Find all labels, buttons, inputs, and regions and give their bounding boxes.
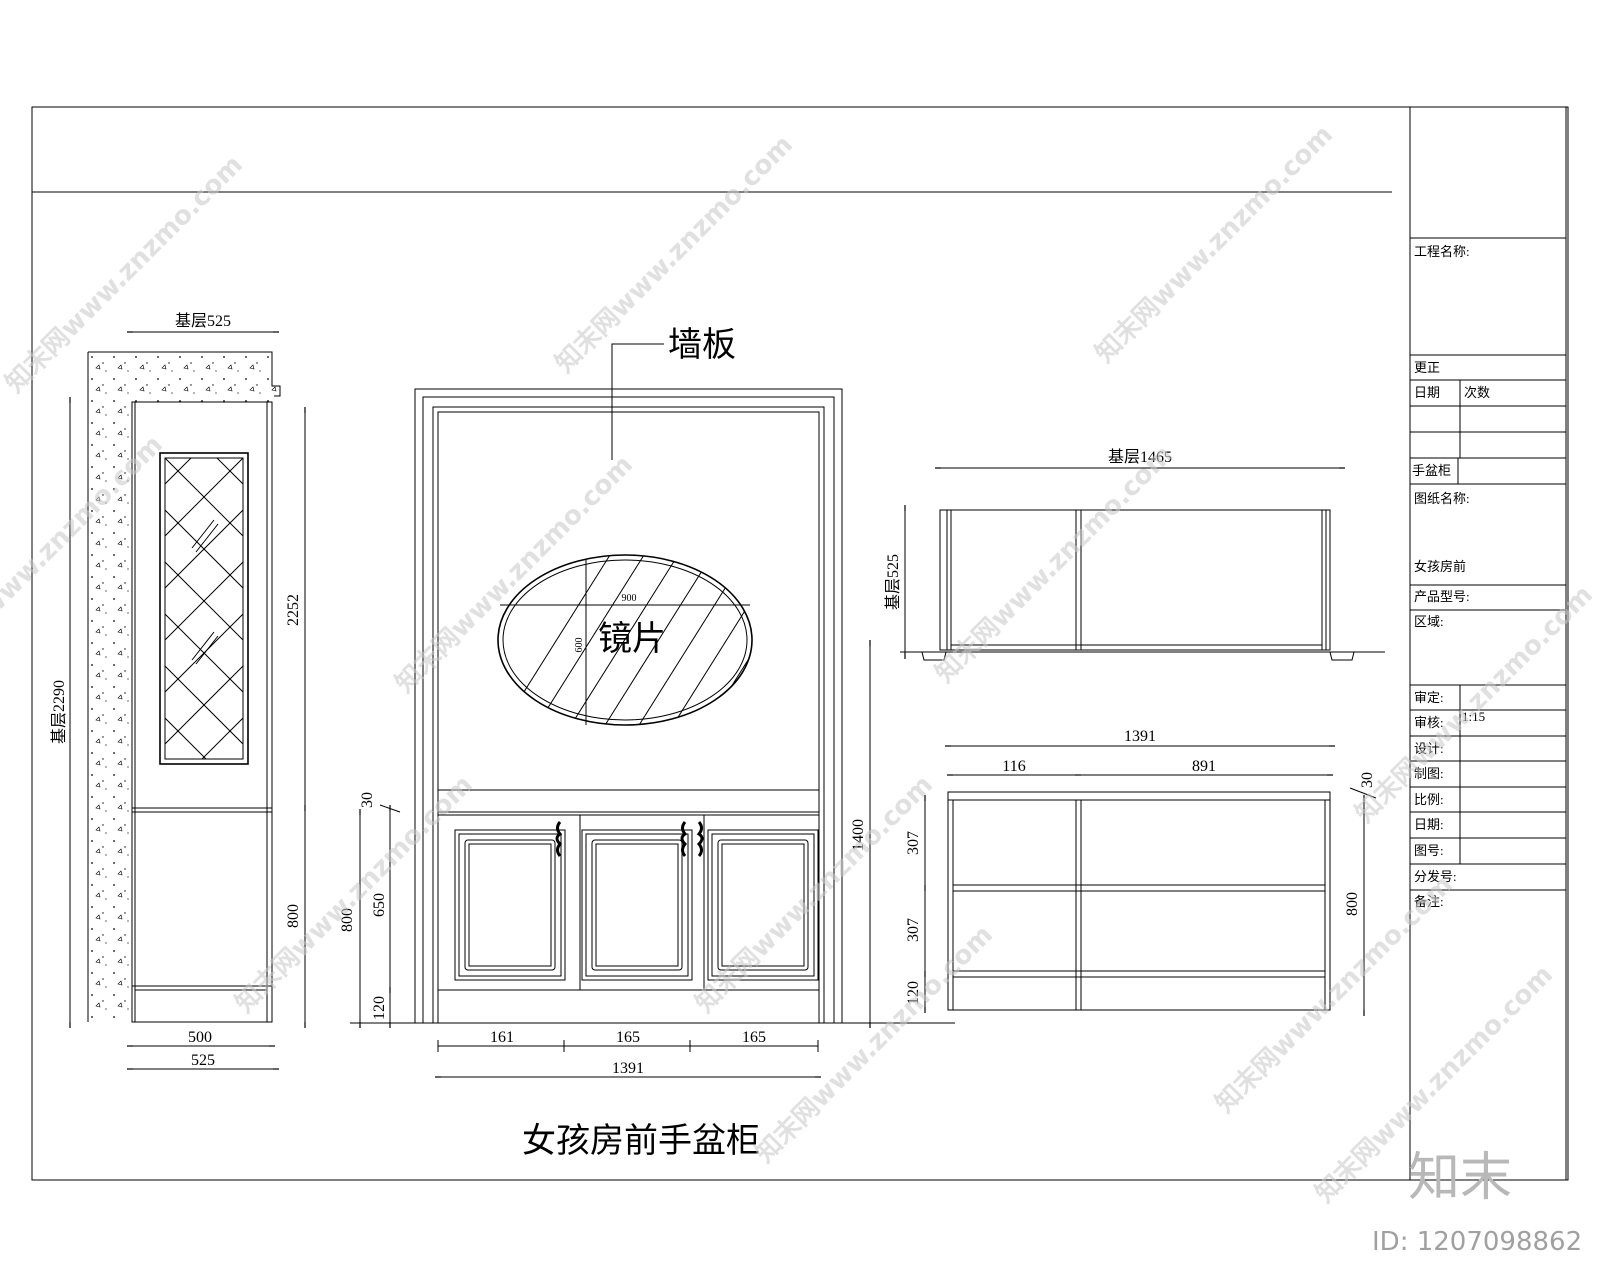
tb-design: 设计: bbox=[1414, 741, 1444, 756]
cabinet-door bbox=[454, 829, 566, 981]
dim-top-plan-depth: 基层525 bbox=[884, 554, 902, 610]
watermark-text: 知末网www.znzmo.com bbox=[390, 450, 639, 699]
cabinet-door bbox=[707, 829, 819, 981]
watermark-text: 知末网www.znzmo.com bbox=[690, 770, 939, 1019]
lattice-line bbox=[165, 1134, 243, 1212]
dim-cab-120: 120 bbox=[905, 981, 922, 1005]
tb-drawing-name: 女孩房前 bbox=[1414, 559, 1466, 574]
dim-front-1400: 1400 bbox=[850, 819, 867, 851]
lattice-line bbox=[165, 770, 243, 848]
mirror-hatch-line bbox=[737, 555, 752, 725]
dim-cab-116: 116 bbox=[1002, 758, 1025, 775]
tb-project-name: 工程名称: bbox=[1414, 244, 1470, 259]
lattice-line bbox=[165, 822, 243, 900]
watermark-logo: 知末 bbox=[1408, 1148, 1512, 1208]
mirror-hatch-line bbox=[669, 555, 752, 725]
dim-left-height-upper: 2252 bbox=[285, 594, 302, 626]
title-block: 工程名称: 更正 日期 次数 手盆柜 图纸名称: 女孩房前 产品型号: 区域: … bbox=[1410, 237, 1566, 909]
tb-area: 区域: bbox=[1414, 614, 1444, 629]
tb-distribution: 分发号: bbox=[1414, 869, 1457, 884]
cabinet-plan: 1391 116 891 307 307 120 800 30 bbox=[905, 728, 1377, 1016]
mirror-width-label: 900 bbox=[622, 593, 637, 604]
dim-left-bottom-inner: 500 bbox=[188, 1029, 212, 1046]
tb-date2: 日期: bbox=[1414, 817, 1444, 832]
dim-front-165a: 165 bbox=[616, 1029, 640, 1046]
tb-remarks: 备注: bbox=[1414, 894, 1444, 909]
lattice-line bbox=[165, 874, 243, 952]
mirror-height-label: 600 bbox=[574, 638, 585, 653]
tb-date: 日期 bbox=[1414, 385, 1440, 400]
lattice-line bbox=[165, 1082, 243, 1160]
dim-cab-width: 1391 bbox=[1124, 728, 1156, 745]
dim-left-height-total: 基层2290 bbox=[50, 680, 68, 744]
dim-front-800: 800 bbox=[339, 908, 356, 932]
lattice-line bbox=[165, 822, 243, 900]
mirror-hatch-line bbox=[601, 555, 713, 725]
tb-change: 更正 bbox=[1414, 360, 1440, 375]
tb-scale-value: 1:15 bbox=[1462, 709, 1485, 724]
tb-review: 审核: bbox=[1414, 715, 1444, 730]
mirror-hatch-line bbox=[533, 555, 645, 725]
dim-left-height-lower: 800 bbox=[285, 904, 302, 928]
top-plan: 基层1465 基层525 bbox=[884, 448, 1385, 661]
door-handle bbox=[555, 821, 704, 857]
tb-revision: 次数 bbox=[1464, 385, 1490, 400]
lattice-line bbox=[165, 874, 243, 952]
watermark-text: 知末网www.znzmo.com bbox=[1350, 580, 1599, 829]
mirror-hatch-line bbox=[703, 555, 752, 725]
cabinet-door bbox=[581, 829, 693, 981]
front-elevation: 900 600 镜片 墙板 30 800 650 120 1400 161 16… bbox=[339, 326, 955, 1160]
lattice-line bbox=[201, 717, 243, 759]
dim-top-plan-width: 基层1465 bbox=[1108, 448, 1172, 466]
dim-front-30: 30 bbox=[359, 792, 376, 808]
oval-mirror bbox=[497, 554, 753, 726]
dim-cab-307a: 307 bbox=[905, 831, 922, 855]
dim-cab-30: 30 bbox=[1359, 772, 1376, 788]
dim-cab-307b: 307 bbox=[905, 918, 922, 942]
dim-front-165b: 165 bbox=[742, 1029, 766, 1046]
mirror-callout: 镜片 bbox=[598, 620, 666, 658]
dim-front-161: 161 bbox=[490, 1029, 514, 1046]
tb-item: 手盆柜 bbox=[1412, 463, 1451, 478]
lattice-line bbox=[165, 770, 243, 848]
dim-front-1391: 1391 bbox=[612, 1060, 644, 1077]
dim-front-650: 650 bbox=[371, 893, 388, 917]
lattice-line bbox=[165, 926, 243, 1004]
lattice-line bbox=[165, 926, 243, 1004]
lattice-line bbox=[165, 1082, 243, 1160]
dim-left-bottom-outer: 525 bbox=[191, 1052, 215, 1069]
dim-cab-891: 891 bbox=[1192, 758, 1216, 775]
lattice-line bbox=[165, 1134, 243, 1212]
dim-front-120: 120 bbox=[371, 996, 388, 1020]
wall-panel-callout: 墙板 bbox=[668, 326, 736, 364]
left-side-elevation: 基层525 基层2290 2252 800 500 525 bbox=[50, 312, 306, 1212]
drawing-title: 女孩房前手盆柜 bbox=[522, 1122, 760, 1160]
watermark-text: 知末网www.znzmo.com bbox=[0, 430, 169, 679]
tb-product-model: 产品型号: bbox=[1414, 589, 1470, 604]
tb-draw: 制图: bbox=[1414, 766, 1444, 781]
sheet-frame bbox=[31, 106, 1569, 1181]
watermark-id: ID: 1207098862 bbox=[1372, 1227, 1582, 1257]
tb-approve: 审定: bbox=[1414, 690, 1444, 705]
mirror-hatch-line bbox=[772, 555, 882, 730]
dim-left-top: 基层525 bbox=[175, 312, 231, 330]
watermark-text: 知末网www.znzmo.com bbox=[750, 920, 999, 1169]
dim-cab-800: 800 bbox=[1344, 892, 1361, 916]
watermark-text: 知末网www.znzmo.com bbox=[1090, 120, 1339, 369]
tb-drawing-name-label: 图纸名称: bbox=[1414, 491, 1470, 506]
tb-drawing-no: 图号: bbox=[1414, 843, 1444, 858]
tb-ratio: 比例: bbox=[1414, 792, 1444, 807]
